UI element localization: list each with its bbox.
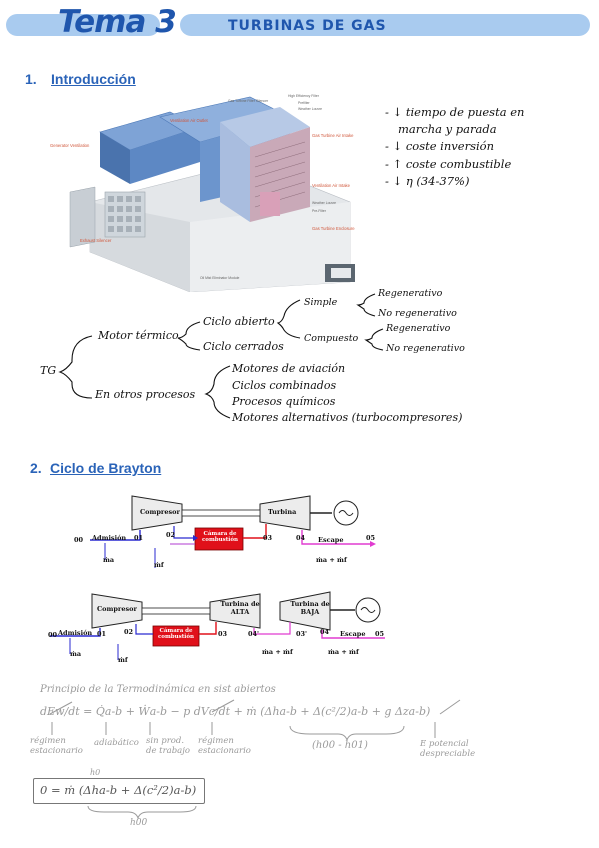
result-equation: 0 = ṁ (Δha-b + Δ(c²/2)a-b): [40, 783, 197, 797]
note-sin-trabajo: sin prod. de trabajo: [146, 736, 190, 756]
illus-label-12: Oil Mist Eliminator Module: [200, 276, 239, 280]
d1-escape: Escape: [318, 536, 344, 544]
illus-label-8: Weather Louvre: [298, 107, 322, 111]
d2-n04prime: 04': [248, 630, 260, 638]
d1-admision: Admisión: [92, 534, 127, 542]
section1-heading[interactable]: Introducción: [51, 71, 136, 87]
illus-label-10: Weather Louvre: [312, 201, 336, 205]
tree-ciclo-cerrado: Ciclo cerrados: [203, 340, 284, 353]
section1-number: 1.: [25, 71, 37, 87]
d2-n01: 01: [97, 630, 107, 638]
d1-n01: 01: [134, 534, 144, 542]
d2-turbina-alta: Turbina de ALTA: [220, 600, 260, 616]
d2-n03: 03: [218, 630, 228, 638]
result-h0-label: h0: [90, 768, 101, 777]
illus-label-2: Ventilation Air Outlet: [170, 118, 209, 123]
principle-equation: dEw/dt = Q̇a-b + Ẇa-b − p dVc/dt + ṁ (Δh…: [40, 705, 431, 718]
result-box: [33, 778, 205, 804]
d1-compresor: Compresor: [140, 508, 180, 516]
d2-ma: ṁa: [70, 650, 82, 658]
tree-otros: En otros procesos: [95, 388, 196, 401]
d2-n00: 00: [48, 631, 58, 639]
gas-turbine-illustration: Generator Ventilation Exhaust Silencer V…: [50, 94, 355, 292]
section2-number: 2.: [30, 460, 42, 476]
tree-compuesto: Compuesto: [304, 333, 359, 344]
tree-ciclo-abierto: Ciclo abierto: [203, 315, 275, 328]
title-pill-right: [180, 14, 590, 36]
note-h00-h01: (h00 - h01): [312, 740, 368, 751]
note-regimen-1: régimen estacionario: [30, 736, 83, 756]
principle-title: Principio de la Termodinámica en sist ab…: [40, 684, 276, 695]
d1-n04: 04: [296, 534, 306, 542]
tree-simple: Simple: [304, 297, 338, 308]
tree-item-3: Procesos químicos: [232, 395, 336, 408]
d1-ma: ṁa: [103, 556, 115, 564]
tree-motor: Motor térmico: [98, 329, 179, 342]
d2-n03prime: 03': [296, 630, 308, 638]
d2-turbina-baja: Turbina de BAJA: [290, 600, 330, 616]
d2-escape: Escape: [340, 630, 366, 638]
illus-label-1: Exhaust Silencer: [80, 238, 112, 243]
d2-maf2: ṁa + ṁf: [328, 648, 359, 656]
illus-label-5: Gas Turbine Enclosure: [312, 226, 355, 231]
note-adiabatico: adiabático: [94, 738, 139, 748]
bullet-4: - ↓ η (34-37%): [385, 174, 470, 188]
tree-comp-regen: Regenerativo: [386, 323, 451, 334]
illus-label-0: Generator Ventilation: [50, 143, 90, 148]
page-title: TURBINAS DE GAS: [228, 18, 387, 34]
d1-n03: 03: [263, 534, 273, 542]
tree-simple-noregen: No regenerativo: [378, 308, 457, 319]
d2-maf1: ṁa + ṁf: [262, 648, 293, 656]
illus-label-7: Prefilter: [298, 101, 311, 105]
bullet-1: - ↓ tiempo de puesta en: [385, 105, 525, 119]
d1-mf: ṁf: [154, 561, 164, 569]
brayton-diagram-two-stage: [50, 591, 385, 660]
illus-label-9: Gas Turbine Filter Silencer: [228, 99, 269, 103]
bullet-2: - ↓ coste inversión: [385, 139, 494, 153]
d2-n04: 04: [320, 628, 330, 636]
note-regimen-2: régimen estacionario: [198, 736, 251, 756]
section2-heading[interactable]: Ciclo de Brayton: [50, 460, 162, 476]
note-potencial: E potencial despreciable: [420, 739, 476, 759]
d2-n02: 02: [124, 628, 134, 636]
illus-label-11: Pre-Filter: [312, 209, 327, 213]
d1-n00: 00: [74, 536, 84, 544]
d1-camara: Cámara de combustión: [201, 531, 239, 543]
tree-simple-regen: Regenerativo: [378, 288, 443, 299]
bullet-1-cont: marcha y parada: [398, 122, 497, 136]
d2-camara: Cámara de combustión: [157, 628, 195, 640]
tree-comp-noregen: No regenerativo: [386, 343, 465, 354]
tree-item-4: Motores alternativos (turbocompresores): [232, 411, 463, 424]
illus-label-6: High Efficiency Filter: [288, 94, 320, 98]
d2-mf: ṁf: [118, 656, 128, 664]
brayton-diagram-simple: [90, 495, 376, 568]
tree-item-1: Motores de aviación: [232, 362, 346, 375]
title-pill-left: [6, 14, 160, 36]
d2-admision: Admisión: [58, 629, 93, 637]
bullet-3: - ↑ coste combustible: [385, 157, 512, 171]
result-h00-label: h00: [130, 818, 148, 828]
d1-n05: 05: [366, 534, 376, 542]
illus-label-4: Ventilation Air Intake: [312, 183, 351, 188]
tree-item-2: Ciclos combinados: [232, 379, 337, 392]
tema-label: Tema 3: [58, 4, 177, 40]
d2-compresor: Compresor: [97, 605, 137, 613]
d1-n02: 02: [166, 531, 176, 539]
d2-n05: 05: [375, 630, 385, 638]
d1-turbina: Turbina: [268, 508, 297, 516]
d1-maf: ṁa + ṁf: [316, 556, 347, 564]
tree-root: TG: [40, 364, 57, 377]
illus-label-3: Gas Turbine Air Intake: [312, 133, 354, 138]
